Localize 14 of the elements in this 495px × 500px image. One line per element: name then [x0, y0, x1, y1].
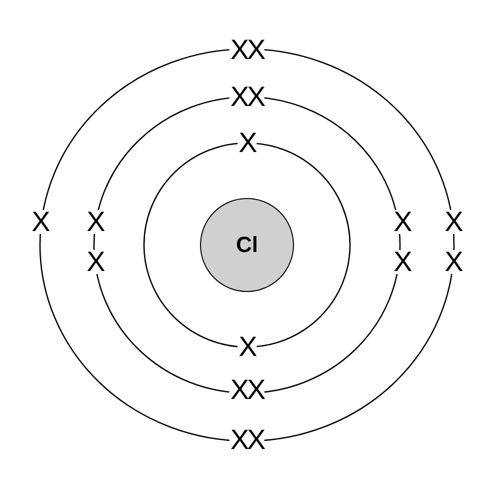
electron-mark: XX	[229, 85, 265, 109]
electron-mark: XX	[229, 38, 265, 62]
electron-mark: X	[86, 250, 104, 274]
electron-mark: XX	[229, 378, 265, 402]
electron-mark: X	[86, 210, 104, 234]
electron-mark: X	[444, 210, 462, 234]
electron-mark: X	[238, 131, 256, 155]
electron-mark: X	[392, 250, 412, 274]
electron-mark: X	[444, 250, 462, 274]
electron-mark: X	[392, 210, 412, 234]
electron-mark: X	[238, 335, 256, 359]
electron-mark: X	[30, 210, 50, 234]
electron-mark: XX	[229, 428, 265, 452]
element-symbol: Cl	[236, 232, 258, 258]
